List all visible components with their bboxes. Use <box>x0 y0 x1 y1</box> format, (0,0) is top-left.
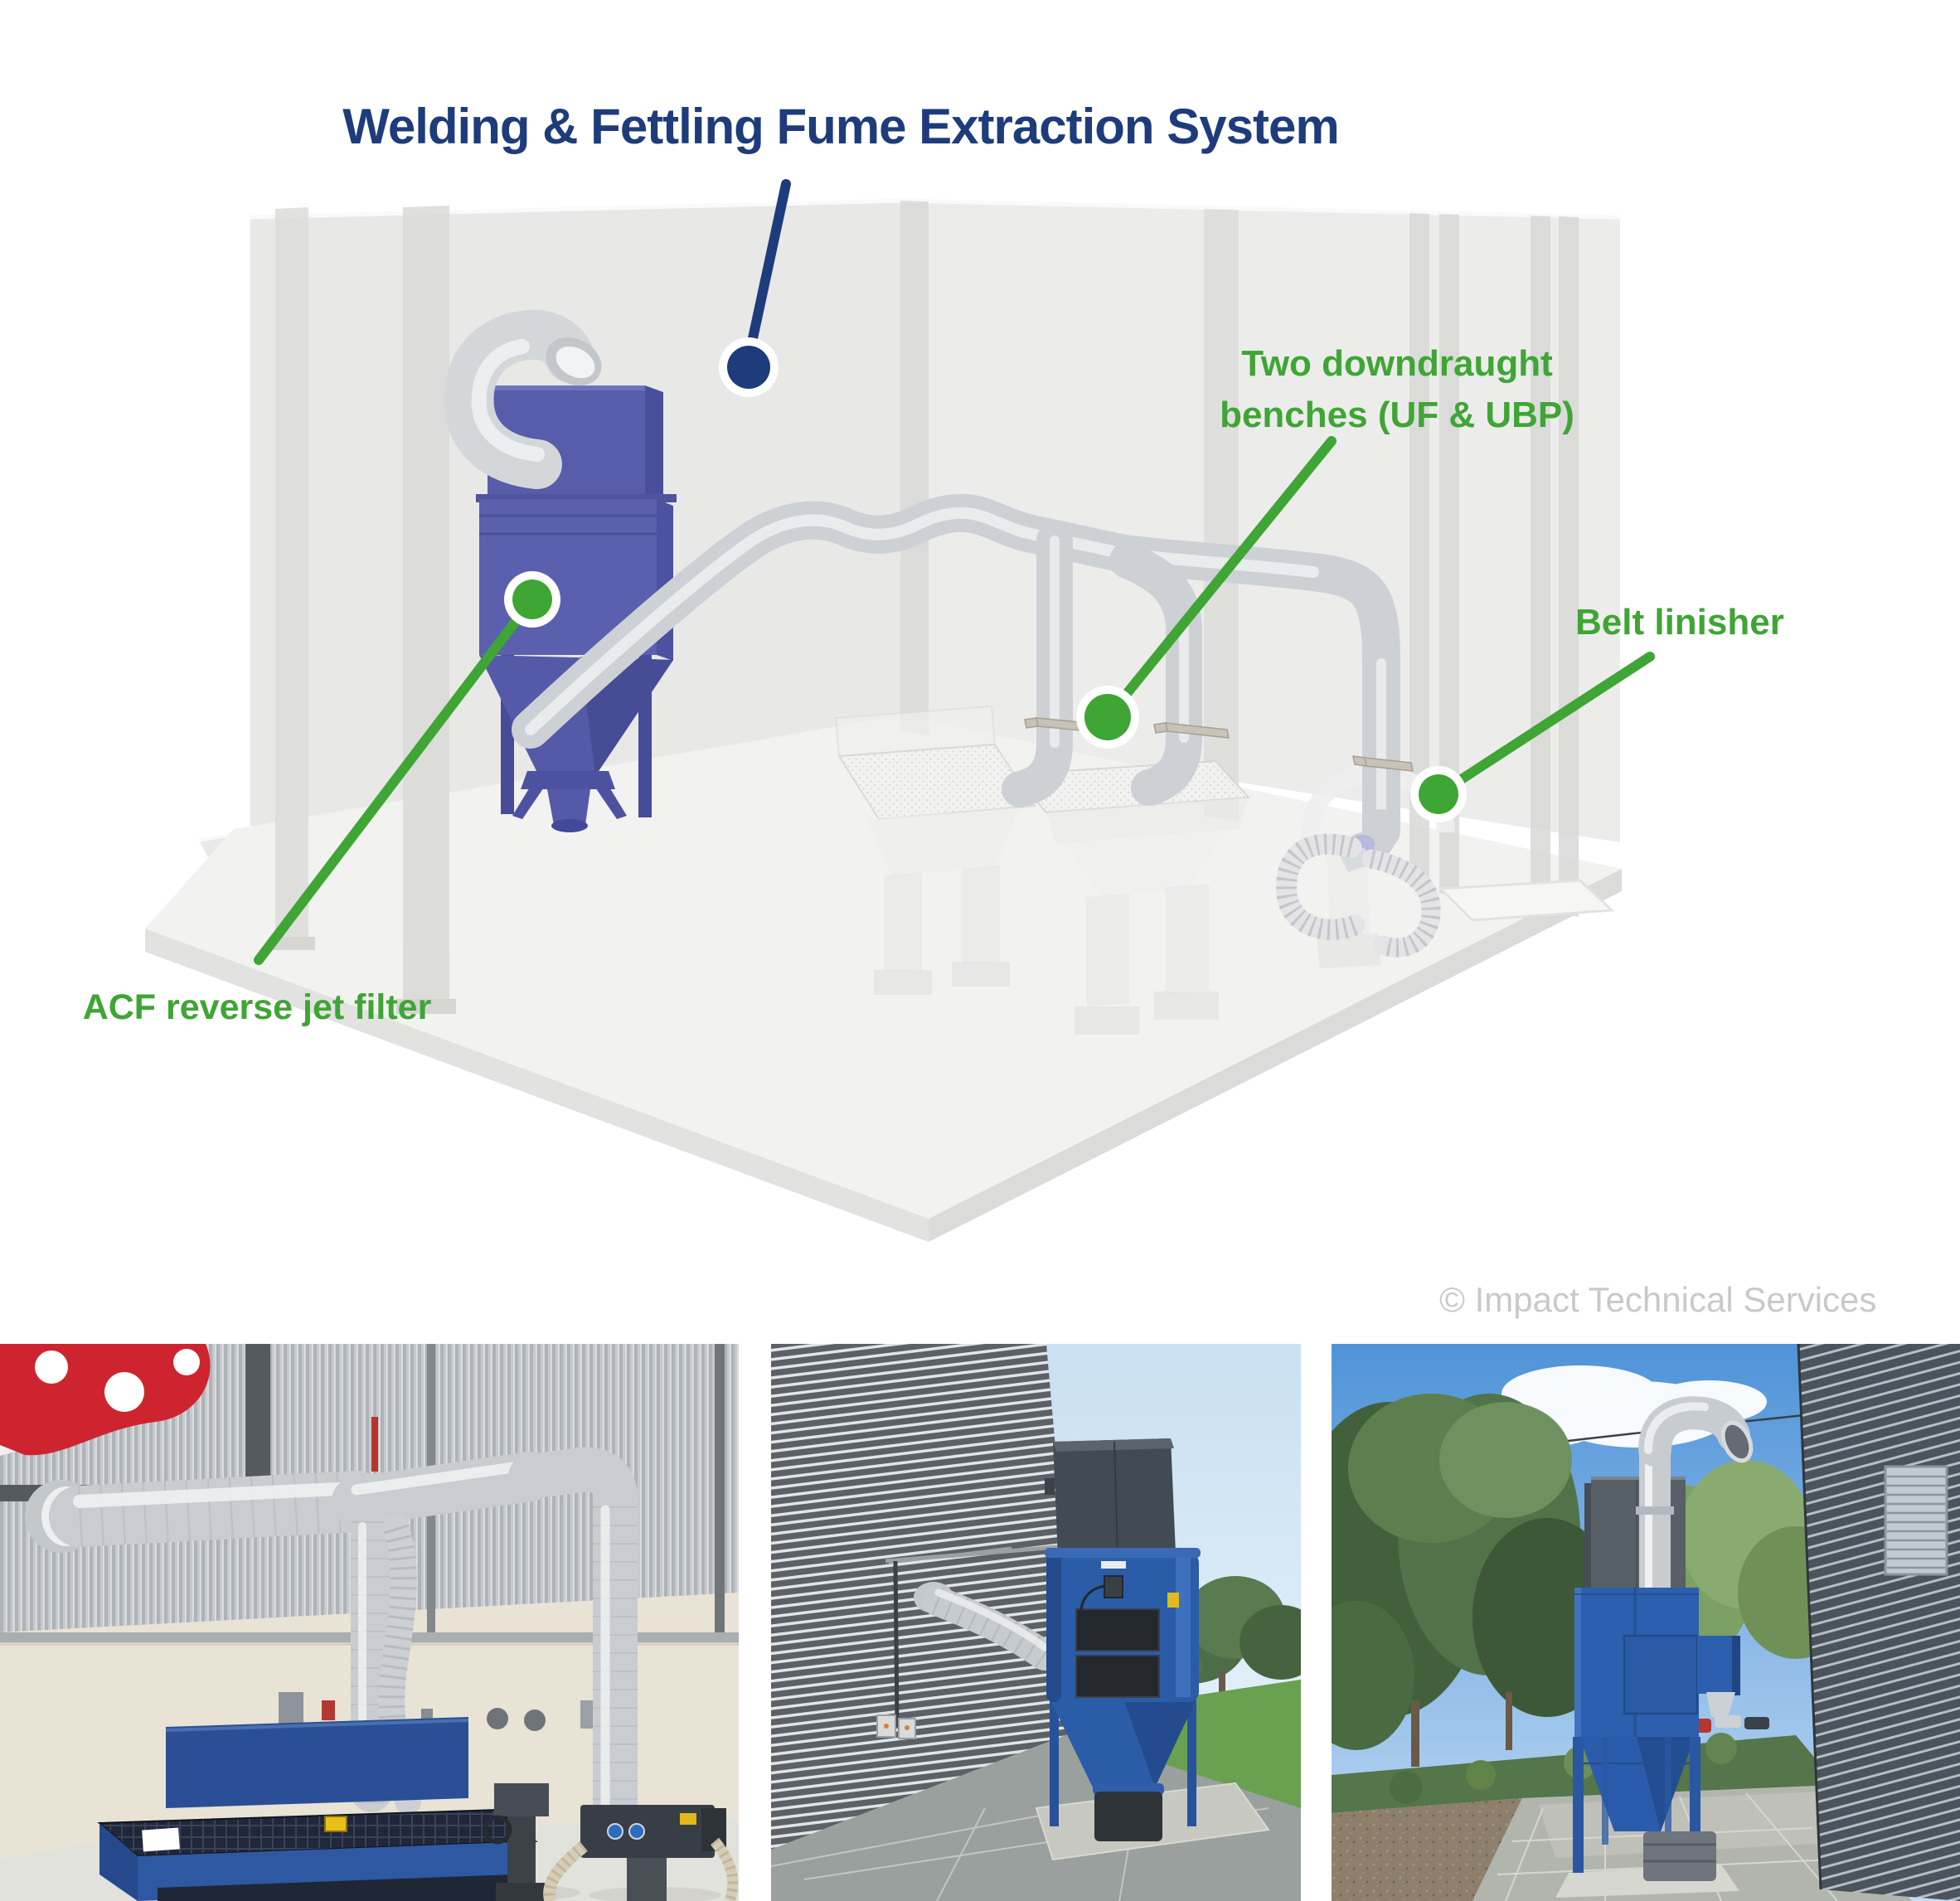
callout-lines <box>254 179 1655 965</box>
dust-collector <box>1555 1396 1754 1898</box>
label-acf-filter: ACF reverse jet filter <box>82 987 432 1027</box>
wall-bracket-and-conduit <box>876 1544 1069 1739</box>
exhaust-chimney <box>1636 1396 1754 1591</box>
callout-dots <box>504 337 1467 822</box>
building-columns <box>269 201 1579 1014</box>
label-downdraught-benches: Two downdraught benches (UF & UBP) <box>1194 338 1600 441</box>
label-downdraught-benches-line1: Two downdraught <box>1241 343 1553 384</box>
blue-downdraught-bench <box>97 1717 538 1901</box>
benches-callout-line <box>1103 436 1337 722</box>
label-downdraught-benches-line2: benches (UF & UBP) <box>1220 395 1574 435</box>
photo-collector-path <box>1332 1344 1960 1901</box>
ghost-bench-b <box>1011 759 1251 1035</box>
room-floor <box>145 715 1622 1242</box>
pavement <box>771 1734 1301 1901</box>
dust-collector <box>1045 1438 1201 1841</box>
page-title: Welding & Fettling Fume Extraction Syste… <box>342 99 1339 154</box>
red-logo <box>0 1344 211 1456</box>
filter-inlet-elbow <box>444 309 602 489</box>
metalwork-machine <box>483 1783 549 1901</box>
acf-callout-line <box>254 594 537 965</box>
belt-linisher-machine <box>543 1805 739 1901</box>
linisher-floor-pad <box>1438 879 1615 922</box>
ghost-bench-a <box>834 705 1036 995</box>
dirt-ground <box>1332 1798 1522 1901</box>
inlet-duct <box>914 1582 1060 1671</box>
title-callout-line <box>748 179 791 343</box>
duct-support-brackets <box>1024 717 1414 772</box>
corrugated-wall <box>1797 1344 1960 1901</box>
photo-workshop-interior <box>0 1344 739 1901</box>
louver-vent <box>1884 1465 1948 1576</box>
spiral-ductwork <box>25 1447 638 1831</box>
linisher-flex-hoses <box>1276 809 1441 958</box>
system-diagram <box>145 179 1655 1242</box>
photo-collector-sidewall <box>771 1344 1301 1901</box>
label-belt-linisher: Belt linisher <box>1575 602 1784 643</box>
belt-callout-line <box>1434 652 1655 799</box>
copyright-credit: © Impact Technical Services <box>1439 1280 1877 1319</box>
